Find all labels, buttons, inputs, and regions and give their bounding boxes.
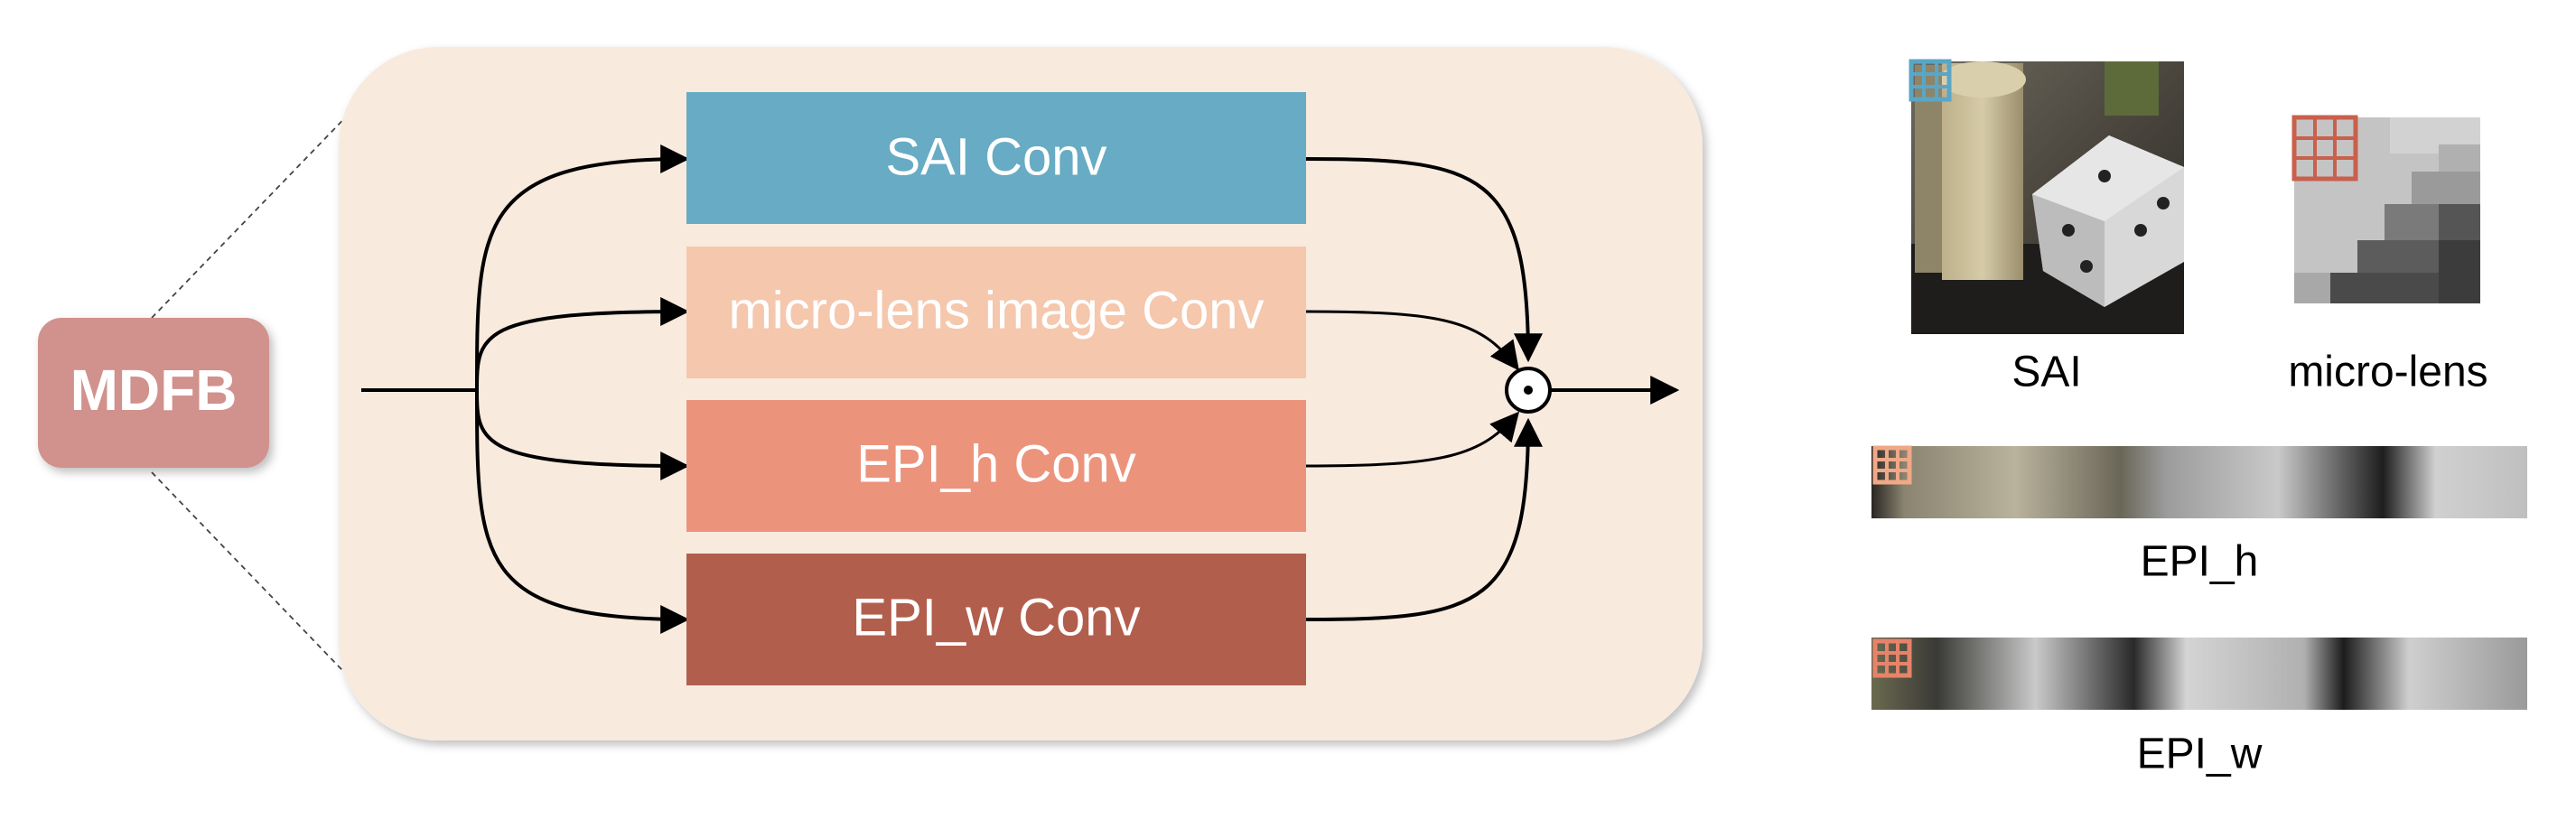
micro-lens-example-image — [2291, 115, 2480, 303]
branch-label: micro-lens image Conv — [728, 281, 1264, 340]
branch-micro-lens-conv: micro-lens image Conv — [686, 247, 1306, 378]
mdfb-detail-panel — [339, 47, 1703, 740]
grid-icon — [1872, 445, 1912, 485]
split-arrow-epi-w — [475, 389, 690, 634]
grid-icon — [2291, 115, 2358, 182]
merge-arrow-epi-w — [1305, 417, 1543, 621]
micro-lens-label: micro-lens — [2288, 349, 2487, 396]
grid-icon — [1872, 638, 1912, 678]
merge-arrow-micro-lens — [1305, 310, 1519, 371]
branch-epi-h-conv: EPI_h Conv — [686, 400, 1306, 532]
branch-epi-w-conv: EPI_w Conv — [686, 554, 1306, 685]
split-arrow-sai — [475, 144, 690, 391]
epi-h-example-image — [1871, 445, 2527, 518]
epi-w-label: EPI_w — [2137, 731, 2263, 778]
merge-arrow-epi-h — [1305, 411, 1520, 468]
branch-sai-conv: SAI Conv — [686, 92, 1306, 224]
mdfb-label: MDFB — [70, 358, 238, 423]
hadamard-dot-icon — [1524, 386, 1533, 395]
fusion-node — [1505, 367, 1552, 414]
branch-label: EPI_h Conv — [856, 434, 1136, 493]
sai-example-image — [1909, 59, 2184, 334]
branch-label: SAI Conv — [886, 127, 1107, 186]
epi-h-label: EPI_h — [2141, 538, 2259, 586]
mdfb-block: MDFB — [38, 318, 269, 468]
branch-label: EPI_w Conv — [852, 588, 1140, 647]
epi-w-example-image — [1871, 638, 2527, 710]
sai-label: SAI — [2011, 349, 2081, 396]
merge-arrow-sai — [1305, 157, 1543, 363]
split-arrow-micro-lens — [475, 297, 690, 391]
grid-icon — [1909, 59, 1952, 102]
